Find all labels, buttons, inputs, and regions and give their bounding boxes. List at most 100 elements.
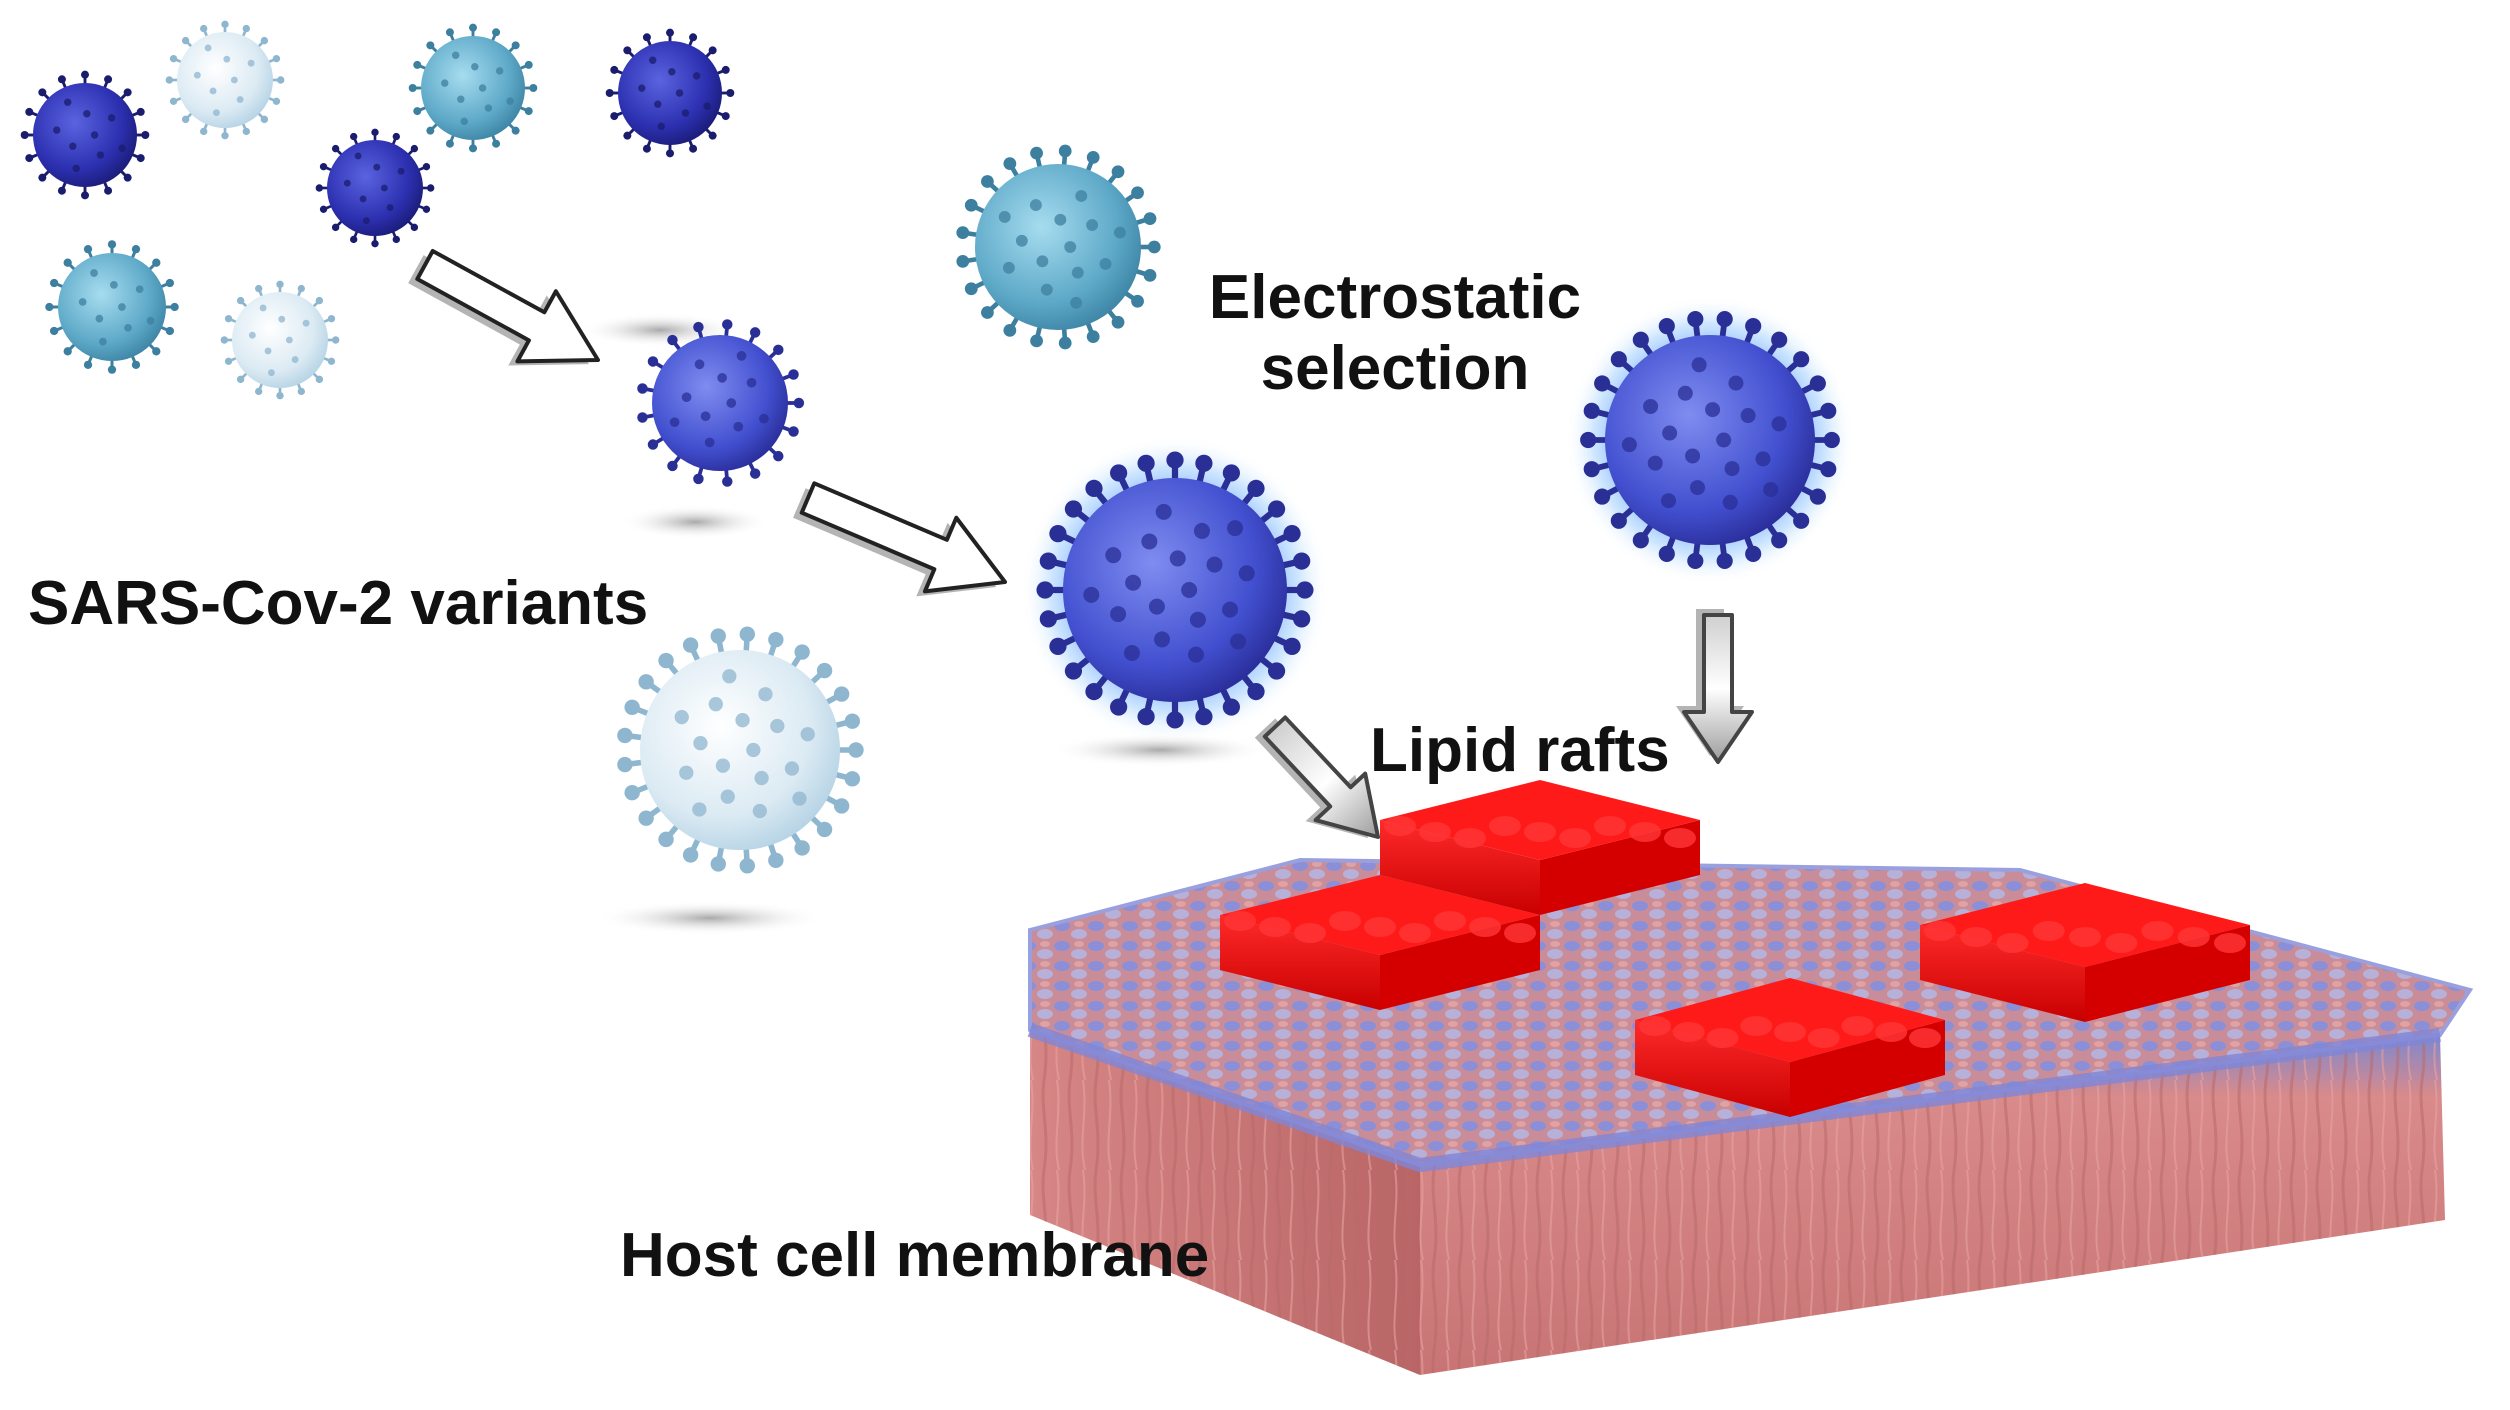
virus-surface-protein (759, 413, 769, 424)
virus-surface-protein (193, 71, 201, 79)
virus-spike-tip (81, 70, 89, 79)
virus-spike-tip (1823, 431, 1840, 449)
virus-spike-tip (445, 28, 454, 37)
virus-surface-protein (460, 117, 468, 126)
arrow-to-lipid-rafts (1254, 715, 1380, 839)
virus-body (640, 650, 840, 850)
virus-spike-tip (315, 375, 324, 384)
virus-surface-protein (1071, 266, 1084, 279)
virus-spike-tip (1086, 150, 1100, 164)
virus-surface-protein (343, 179, 351, 187)
virus-surface-protein (478, 84, 487, 92)
virus-spike-tip (1039, 552, 1057, 570)
virus-spike-tip (123, 173, 132, 182)
virus-spike-tip (236, 375, 245, 384)
virus-spike-tip (638, 674, 654, 690)
virus-surface-protein (285, 336, 293, 344)
arrow-to-lipid-rafts-body (1262, 715, 1380, 839)
virus-shadow (620, 505, 770, 539)
virus-spike-tip (788, 426, 799, 437)
lipid-raft (1635, 978, 1945, 1117)
virus-spike-tip (224, 357, 233, 366)
virus-surface-protein (746, 742, 761, 758)
virus-spike-tip (20, 131, 29, 139)
raft-bump (1841, 1016, 1874, 1036)
virus-spike-tip (492, 139, 501, 148)
virus-spike-tip (721, 112, 730, 121)
virus-surface-protein (1125, 574, 1142, 591)
virus-variant (408, 23, 538, 153)
virus-spike-tip (242, 24, 251, 33)
virus-variant (605, 28, 735, 158)
virus-spike-tip (1267, 662, 1286, 680)
virus-surface-protein (1722, 494, 1738, 510)
virus-spike-tip (254, 284, 263, 293)
label-electrostatic-line2: selection (1260, 334, 1530, 404)
virus-surface-protein (209, 87, 217, 95)
virus-body (652, 335, 788, 471)
virus-spike-tip (81, 191, 89, 200)
virus-surface-protein (291, 356, 299, 364)
arrow-variants-to-selected-body (415, 248, 600, 364)
virus-surface-protein (1155, 503, 1172, 520)
virus-surface-protein (99, 337, 107, 346)
virus-surface-protein (715, 758, 731, 773)
virus-spike-tip (682, 637, 699, 653)
virus-spike-tip (1131, 186, 1144, 200)
raft-bump (2105, 933, 2138, 953)
virus-surface-protein (146, 316, 155, 325)
virus-spike-tip (1658, 318, 1675, 335)
virus-spike-tip (141, 131, 150, 139)
virus-spike-tip (637, 383, 648, 394)
virus-spike-tip (445, 139, 454, 148)
virus-surface-protein (1724, 461, 1740, 477)
virus-spike-tip (254, 387, 263, 396)
virus-spike-tip (1110, 698, 1128, 716)
virus-surface-protein (441, 79, 449, 87)
virus-spike-tip (1049, 525, 1067, 543)
virus-spike-tip (1111, 165, 1125, 179)
virus-spike-tip (658, 652, 674, 669)
virus-surface-protein (1029, 199, 1042, 212)
virus-spike-tip (1147, 240, 1161, 254)
virus-surface-protein (693, 736, 708, 751)
virus-spike-tip (1058, 336, 1072, 350)
virus-spike-tip (794, 644, 810, 660)
virus-spike-tip (315, 184, 324, 192)
virus-variant (315, 128, 435, 248)
virus-surface-protein (1086, 219, 1099, 231)
raft-bump (2069, 927, 2101, 947)
virus-surface-protein (1716, 432, 1732, 448)
virus-spike-tip (1111, 315, 1125, 329)
raft-bump (1384, 816, 1416, 836)
virus-surface-protein (1222, 601, 1239, 618)
virus-spike-tip (689, 144, 698, 153)
virus-surface-protein (648, 56, 657, 64)
virus-variant-large (956, 144, 1161, 350)
label-electrostatic-selection: Electrostatic selection (1195, 262, 1595, 405)
virus-surface-protein (1075, 190, 1088, 202)
raft-bump (1774, 1022, 1806, 1042)
membrane-side-texture (1030, 1030, 1420, 1375)
virus-surface-protein (1015, 234, 1028, 247)
virus-spike-tip (25, 107, 34, 116)
virus-surface-protein (118, 144, 126, 152)
virus-spike-tip (1058, 144, 1072, 158)
virus-spike-tip (1809, 375, 1826, 392)
virus-surface-protein (1689, 480, 1705, 496)
raft-bump (1524, 822, 1556, 842)
raft-side-right (2085, 925, 2250, 1022)
virus-surface-protein (1230, 633, 1247, 650)
virus-surface-protein (784, 761, 800, 776)
raft-bump (1434, 911, 1466, 931)
raft-bump (1259, 917, 1291, 937)
virus-spike-tip (1687, 311, 1704, 328)
virus-surface-protein (754, 770, 769, 786)
virus-spike-tip (793, 397, 805, 409)
virus-surface-protein (1763, 482, 1779, 498)
virus-spike-tip (739, 858, 755, 874)
virus-surface-protein (1206, 556, 1223, 573)
virus-spike-tip (38, 88, 47, 97)
virus-body (58, 253, 166, 361)
